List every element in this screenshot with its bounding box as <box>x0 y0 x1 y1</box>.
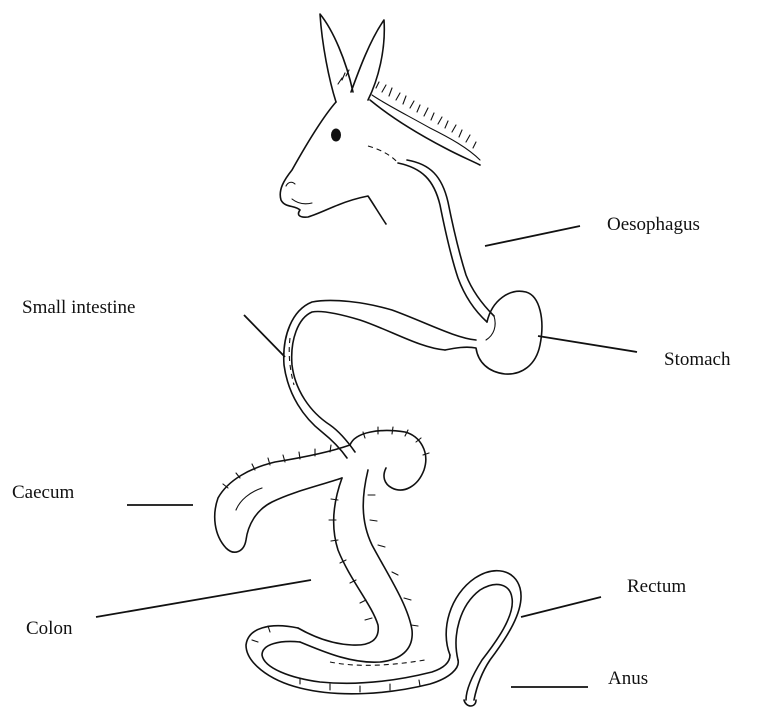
eye-icon <box>331 129 341 142</box>
anus-label: Anus <box>608 668 648 689</box>
colon-organ <box>246 427 458 694</box>
colon-leader-line <box>96 580 311 617</box>
stomach-label: Stomach <box>664 349 731 370</box>
small-intestine-tube <box>284 300 476 458</box>
rectum-label: Rectum <box>627 576 686 597</box>
colon-label: Colon <box>26 618 73 639</box>
small-intestine-label: Small intestine <box>22 297 135 318</box>
small-intestine-leader-line <box>244 315 285 357</box>
stomach-leader-line <box>538 336 637 352</box>
oesophagus-label: Oesophagus <box>607 214 700 235</box>
anus-opening <box>464 700 476 706</box>
rectum-leader-line <box>521 597 601 617</box>
oesophagus-leader-line <box>485 226 580 246</box>
caecum-organ <box>215 445 350 552</box>
donkey-head-illustration <box>280 14 480 224</box>
oesophagus-tube <box>398 160 494 322</box>
caecum-label: Caecum <box>12 482 74 503</box>
rectum-tube <box>446 571 521 700</box>
